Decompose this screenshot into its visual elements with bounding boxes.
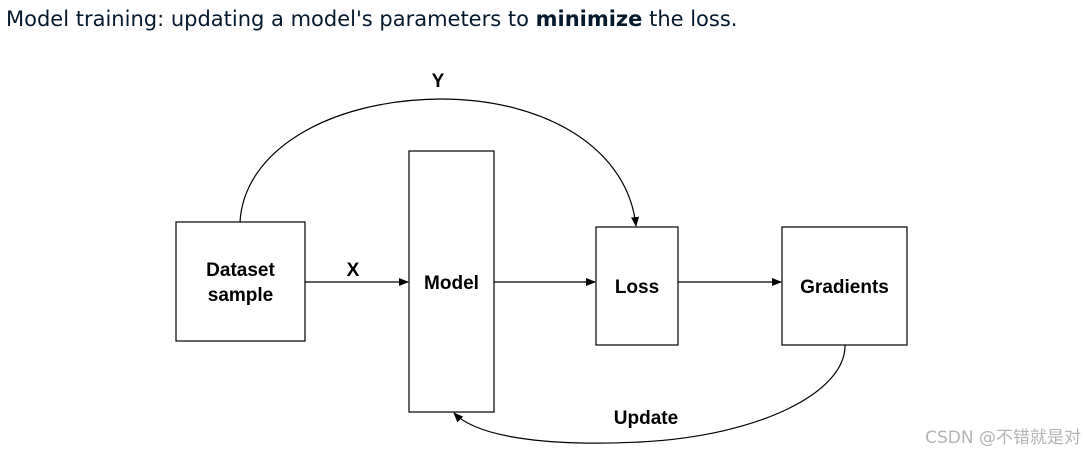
model-label: Model [424, 273, 479, 294]
loss-box [595, 226, 679, 346]
caption-suffix: the loss. [642, 7, 738, 31]
dataset-box [175, 221, 306, 342]
gradients-box [781, 226, 908, 346]
update-label: Update [614, 408, 678, 429]
caption-emphasis: minimize [535, 7, 643, 31]
dataset-label-line1: Dataset [206, 260, 275, 281]
update-arrow [453, 344, 846, 444]
loss-label: Loss [615, 277, 659, 298]
gradients-label: Gradients [800, 277, 889, 298]
caption: Model training: updating a model's param… [6, 4, 737, 34]
dataset-label-line2: sample [208, 285, 273, 306]
y-label: Y [432, 71, 445, 92]
watermark: CSDN @不错就是对 [925, 428, 1081, 448]
x-label: X [347, 260, 360, 281]
y-arrow [239, 98, 640, 227]
caption-prefix: Model training: updating a model's param… [6, 7, 536, 31]
